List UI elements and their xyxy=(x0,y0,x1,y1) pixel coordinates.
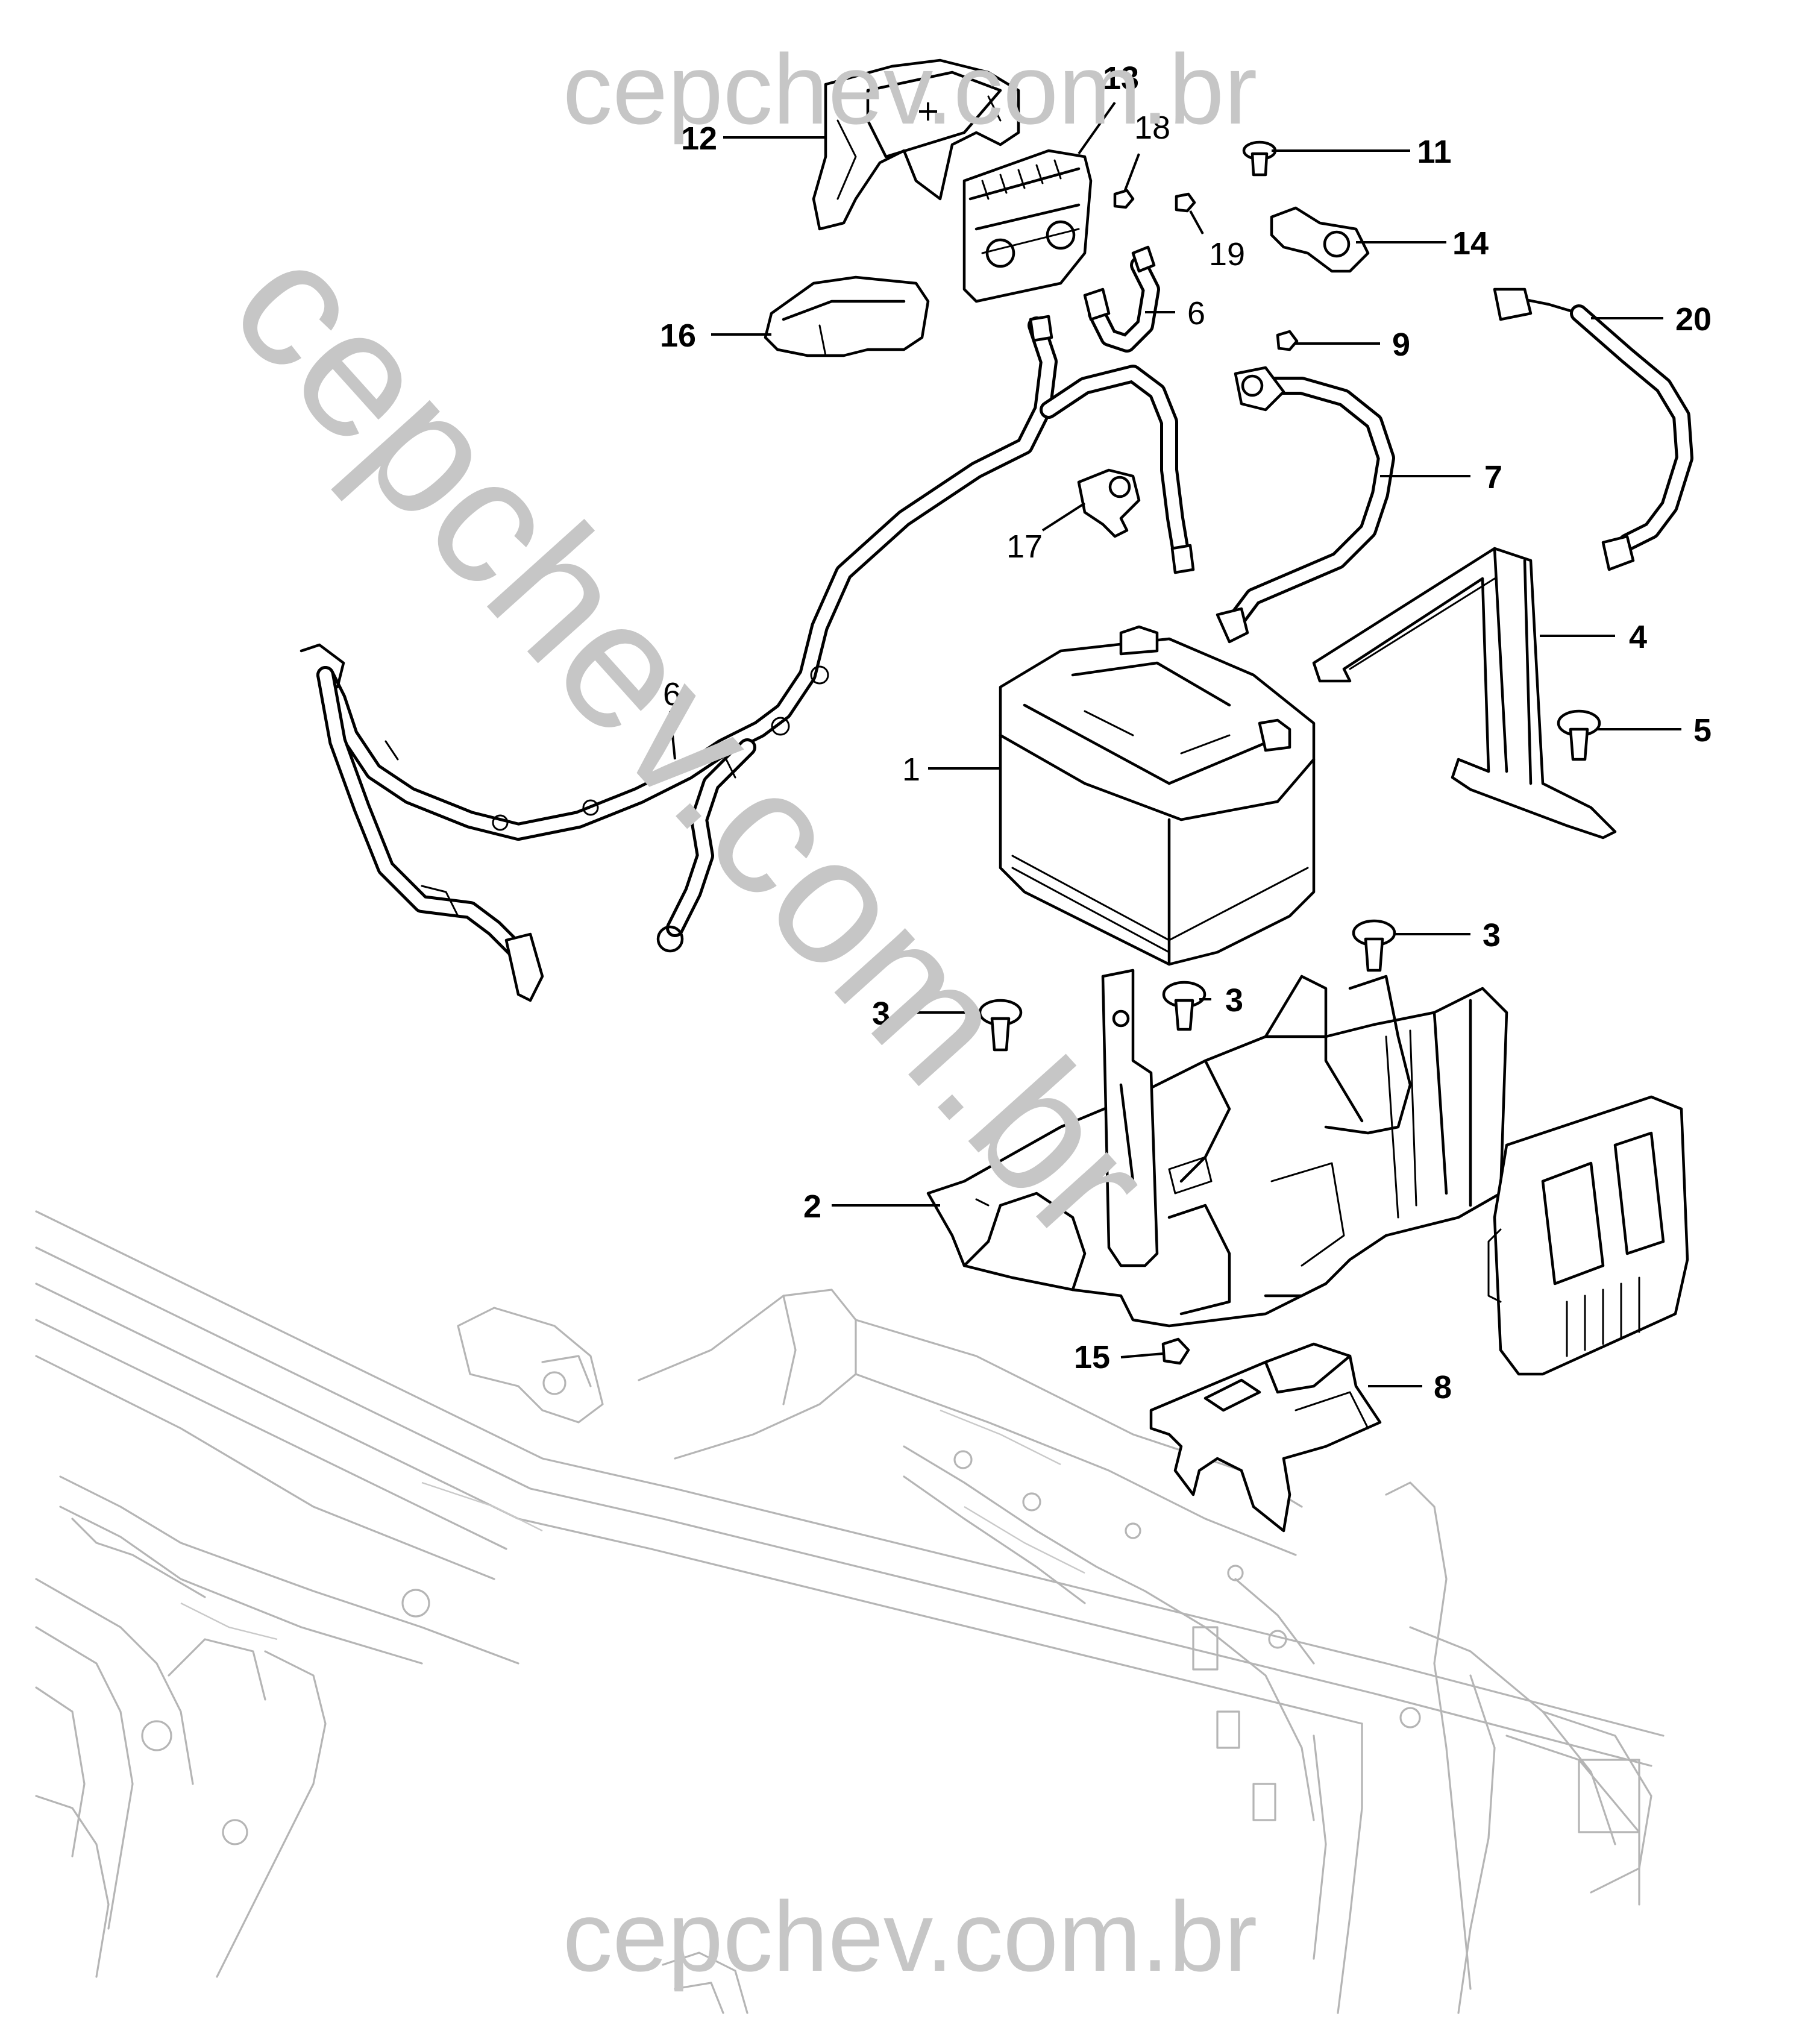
callout-8: 8 xyxy=(1434,1369,1452,1405)
part-6-main-harness xyxy=(300,315,1195,1002)
callout-9: 9 xyxy=(1392,327,1410,363)
callout-5: 5 xyxy=(1693,712,1712,749)
part-13-fuse-block xyxy=(962,149,1093,303)
leader-lines xyxy=(669,101,1681,1387)
part-16-cover xyxy=(764,275,930,357)
part-12-battery-cover: + xyxy=(812,58,1020,231)
part-4-hold-down-bracket xyxy=(1312,547,1617,840)
part-7-battery-cable xyxy=(1216,366,1395,644)
callout-13: 13 xyxy=(1103,60,1139,96)
part-14-terminal-clamp xyxy=(1270,206,1370,273)
plus-symbol-icon: + xyxy=(916,94,940,128)
callout-15: 15 xyxy=(1074,1339,1110,1375)
fastener-3-bolt-icon xyxy=(978,999,1023,1052)
part-20-sensor-cable xyxy=(1493,287,1693,571)
callout-1: 1 xyxy=(902,752,920,788)
fastener-18-nut-icon xyxy=(1113,189,1135,209)
part-2-battery-tray xyxy=(926,969,1508,1328)
fastener-11-bolt-icon xyxy=(1242,140,1277,177)
callout-12: 12 xyxy=(681,121,717,157)
callout-3-left: 3 xyxy=(872,996,890,1032)
callout-6-upper: 6 xyxy=(1187,295,1205,331)
callout-3-upper: 3 xyxy=(1483,917,1501,953)
fastener-5-bolt-icon xyxy=(1557,709,1601,761)
fastener-19-nut-icon xyxy=(1175,192,1196,213)
control-module xyxy=(1487,1095,1689,1376)
watermark-top: cepchev.com.br xyxy=(563,34,1257,145)
vehicle-frame-background xyxy=(35,1210,1665,2014)
callout-3-middle: 3 xyxy=(1225,982,1243,1019)
fasteners xyxy=(978,140,1601,1365)
part-1-battery xyxy=(999,625,1316,966)
fastener-9-nut-icon xyxy=(1276,330,1299,351)
fastener-15-nut-icon xyxy=(1161,1337,1190,1365)
part-6-short-cable xyxy=(1083,245,1160,353)
callout-7: 7 xyxy=(1484,459,1502,495)
part-8-bracket xyxy=(1149,1342,1382,1533)
fastener-3-bolt-icon xyxy=(1352,919,1396,972)
watermark-bottom: cepchev.com.br xyxy=(563,1881,1257,1992)
callout-17: 17 xyxy=(1006,529,1043,565)
callout-16: 16 xyxy=(660,318,696,354)
callout-2: 2 xyxy=(803,1188,821,1225)
callout-labels: 12 13 18 11 19 14 6 16 9 20 7 17 4 1 5 6… xyxy=(660,60,1712,1405)
callout-6-harness: 6 xyxy=(663,676,681,712)
part-17-connector xyxy=(1077,468,1141,538)
callout-19: 19 xyxy=(1209,236,1245,272)
callout-20: 20 xyxy=(1675,301,1712,338)
fastener-3-bolt-icon xyxy=(1162,981,1207,1031)
callout-14: 14 xyxy=(1452,225,1489,262)
callout-11: 11 xyxy=(1417,134,1451,170)
callout-4: 4 xyxy=(1629,619,1647,655)
callout-18: 18 xyxy=(1134,110,1170,146)
